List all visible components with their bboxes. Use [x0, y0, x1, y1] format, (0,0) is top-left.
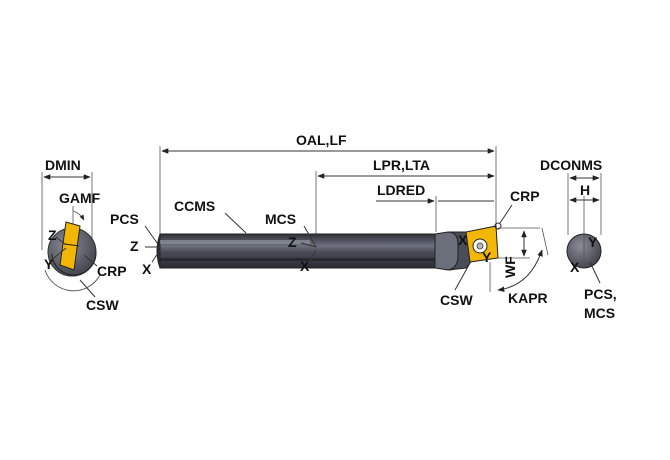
h-label: H	[580, 182, 590, 198]
pcs-mcs-label-line2: MCS	[584, 305, 615, 321]
ccms-label: CCMS	[174, 198, 215, 214]
lpr-lta-label: LPR,LTA	[373, 157, 430, 173]
tip-y-axis: Y	[482, 249, 492, 265]
mcs-x-axis: X	[300, 258, 310, 274]
crp-left-label: CRP	[97, 263, 127, 279]
end-x-axis: X	[570, 259, 580, 275]
pcs-label: PCS	[110, 211, 139, 227]
dmin-label: DMIN	[45, 157, 81, 173]
pcs-x-axis: X	[142, 261, 152, 277]
right-end-view: DCONMS H Y X PCS, MCS	[540, 157, 617, 321]
csw-left-label: CSW	[86, 297, 119, 313]
tip-x-axis: X	[458, 232, 468, 248]
boring-bar: OAL,LF LPR,LTA LDRED CCMS PCS Z X	[110, 132, 549, 308]
ldred-label: LDRED	[377, 182, 425, 198]
gamf-label: GAMF	[59, 190, 101, 206]
left-z-axis: Z	[48, 227, 57, 243]
oal-lf-label: OAL,LF	[296, 132, 347, 148]
left-end-view: DMIN GAMF Z Y CRP CSW	[41, 157, 127, 313]
end-y-axis: Y	[588, 234, 598, 250]
kapr-label: KAPR	[508, 290, 548, 306]
pcs-z-axis: Z	[130, 238, 139, 254]
mcs-label: MCS	[265, 211, 296, 227]
left-y-axis: Y	[44, 256, 54, 272]
wf-label: WF	[502, 256, 518, 278]
mcs-z-axis: Z	[288, 234, 297, 250]
pcs-mcs-label-line1: PCS,	[584, 286, 617, 302]
dconms-label: DCONMS	[540, 157, 602, 173]
csw-right-label: CSW	[440, 292, 473, 308]
crp-tip-label: CRP	[510, 188, 540, 204]
